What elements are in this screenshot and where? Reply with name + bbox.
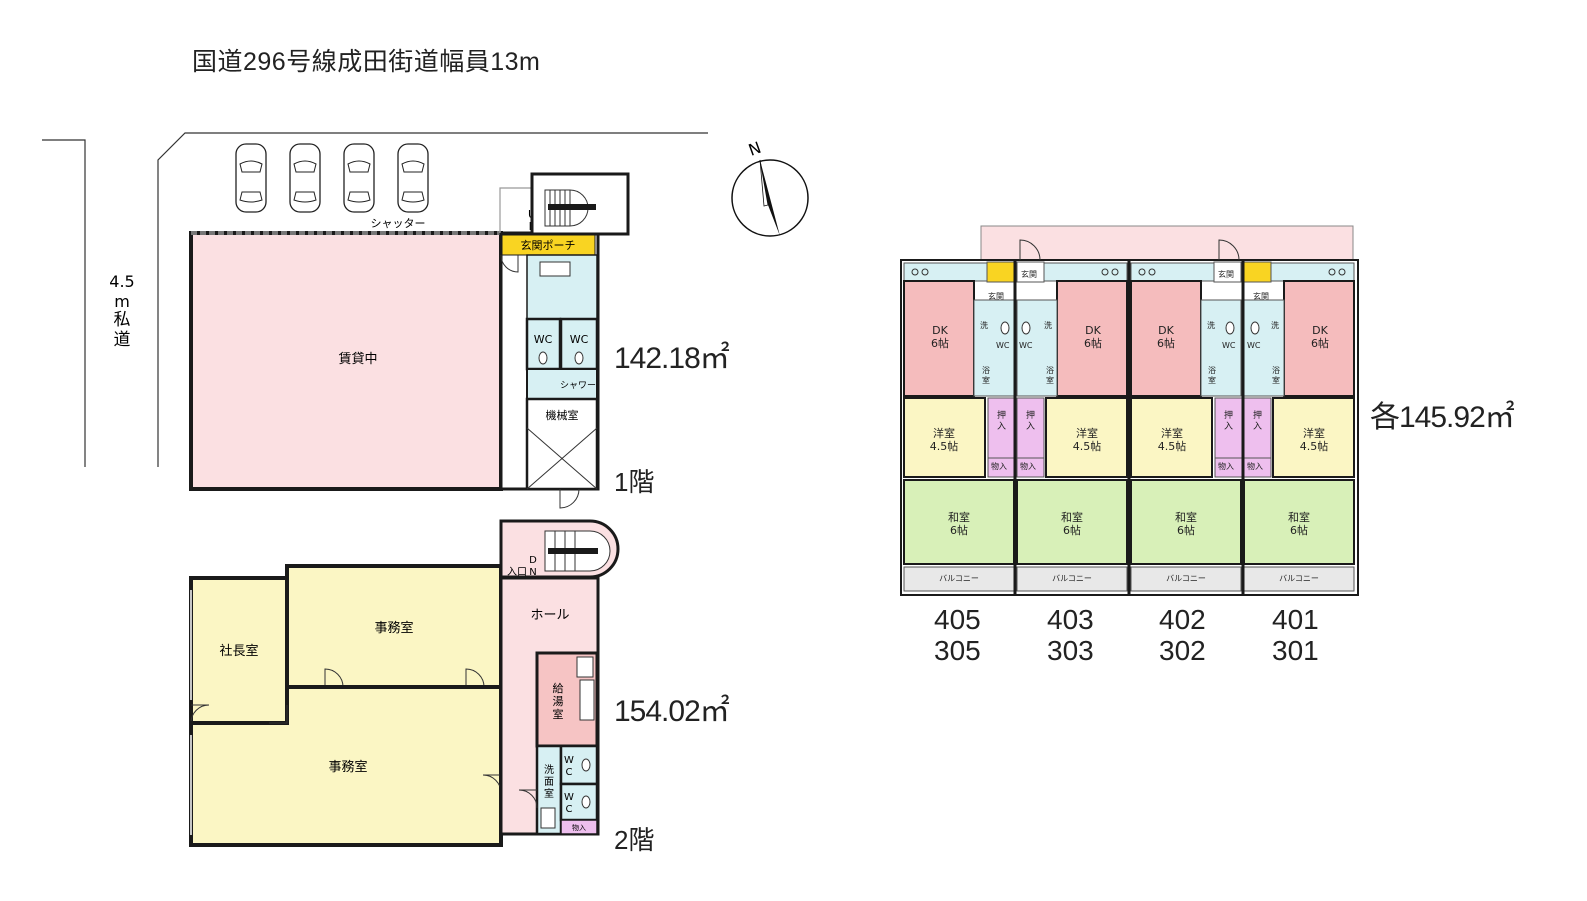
floor2-president-label: 社長室 — [219, 643, 258, 659]
apartment-unit — [1016, 261, 1128, 592]
floor1-tenant-room — [189, 231, 503, 491]
apartment-unit — [903, 261, 1016, 592]
unit-number-302: 302 — [1159, 635, 1206, 666]
unit-number-405: 405 — [934, 604, 981, 635]
floor2-area-label: 154.02㎡ — [614, 695, 730, 728]
floor2-wash-label-3: 室 — [544, 787, 554, 800]
parked-car-icon — [235, 143, 267, 213]
floor2-president-room — [189, 576, 289, 725]
compass-north-icon: N — [731, 138, 809, 237]
floor2-wca-label-1: W — [564, 755, 574, 766]
floor1-area-label: 142.18㎡ — [614, 342, 730, 375]
site-boundary — [42, 132, 708, 467]
floor1-plan: シャッター 賃貸中 玄関ポーチ WC WC シャワー 機械室 U P — [189, 172, 630, 509]
floor2-entrance-label: 入口 — [507, 567, 527, 578]
apartment-unit — [1243, 261, 1355, 592]
floor2-kitchen-label-2: 湯 — [553, 695, 564, 708]
floor2-level-label: 2階 — [614, 825, 655, 855]
floor1-machine-room-label: 機械室 — [546, 408, 579, 422]
parked-car-icon — [343, 143, 375, 213]
floor1-tenant-label: 賃貸中 — [338, 351, 377, 367]
private-road-label-4: 道 — [114, 330, 131, 350]
parked-car-icon — [289, 143, 321, 213]
apartment-plan — [900, 225, 1359, 596]
floor2-wcb-label-2: C — [566, 804, 573, 815]
floor2-kitchen-label-1: 給 — [553, 681, 564, 695]
floor2-office-upper-label: 事務室 — [374, 620, 413, 636]
unit-number-305: 305 — [934, 635, 981, 666]
floor1-level-label: 1階 — [614, 467, 655, 497]
floor2-wash-label-2: 面 — [544, 777, 554, 788]
floor2-kitchen-label-3: 室 — [553, 707, 564, 721]
private-road-label-2: m — [114, 292, 130, 311]
unit-number-301: 301 — [1272, 635, 1319, 666]
unit-number-402: 402 — [1159, 604, 1206, 635]
compass-north-label: N — [746, 138, 764, 160]
floor1-porch-label: 玄関ポーチ — [521, 238, 576, 252]
floor2-office-lower-label: 事務室 — [328, 759, 367, 775]
apartment-area-label: 各145.92㎡ — [1370, 401, 1515, 434]
unit-number-401: 401 — [1272, 604, 1319, 635]
parked-car-icon — [397, 143, 429, 213]
floor2-dn-label-1: D — [529, 555, 537, 566]
apartment-unit — [1130, 261, 1243, 592]
floor1-shower-label: シャワー — [560, 381, 596, 391]
floor1-wc2-label: WC — [570, 333, 589, 346]
floor1-shutter-label: シャッター — [371, 217, 426, 230]
floor2-wcb-label-1: W — [564, 792, 574, 803]
floor2-storage-label: 物入 — [572, 823, 586, 832]
floor2-dn-label-2: N — [529, 567, 536, 578]
floor1-wc1-label: WC — [534, 333, 553, 346]
floor2-office-upper — [285, 564, 503, 689]
unit-number-403: 403 — [1047, 604, 1094, 635]
floor2-wca-label-2: C — [566, 767, 573, 778]
floor2-hall-label: ホール — [530, 608, 569, 623]
road-label: 国道296号線成田街道幅員13m — [192, 48, 541, 76]
unit-number-303: 303 — [1047, 635, 1094, 666]
floor2-wash-label-1: 洗 — [544, 764, 554, 776]
private-road-label-1: 4.5 — [109, 272, 134, 291]
private-road-label-3: 私 — [114, 310, 131, 330]
floor2-plan: 社長室 事務室 事務室 ホール 給 湯 室 洗 面 室 W C W — [189, 519, 620, 847]
